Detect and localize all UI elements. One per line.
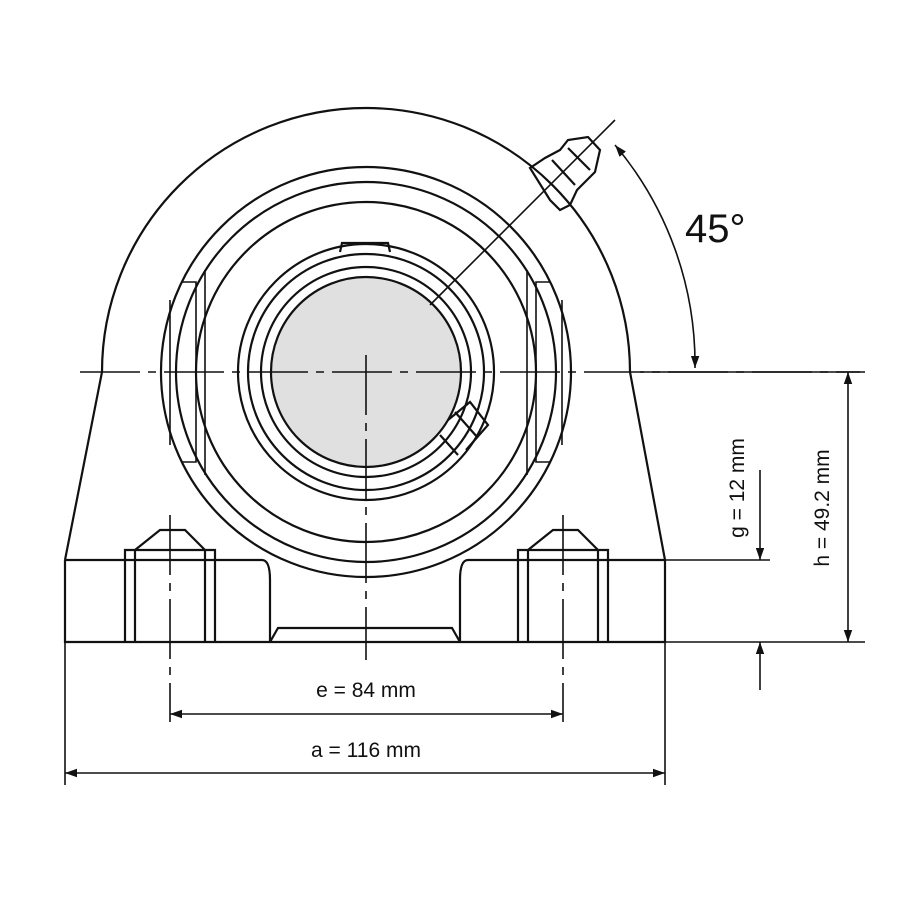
set-screw [439, 400, 490, 456]
dim-h-label: h = 49.2 mm [811, 449, 834, 566]
lube-axis-line [429, 119, 616, 306]
angle-arc [614, 144, 700, 369]
housing-base [63, 558, 667, 644]
extension-lines [64, 371, 865, 785]
angle-label: 45° [685, 207, 746, 251]
housing-outline [63, 106, 667, 561]
dim-g-label: g = 12 mm [726, 438, 749, 538]
dim-a-label: a = 116 mm [311, 739, 421, 762]
dim-e-label: e = 84 mm [316, 679, 416, 702]
